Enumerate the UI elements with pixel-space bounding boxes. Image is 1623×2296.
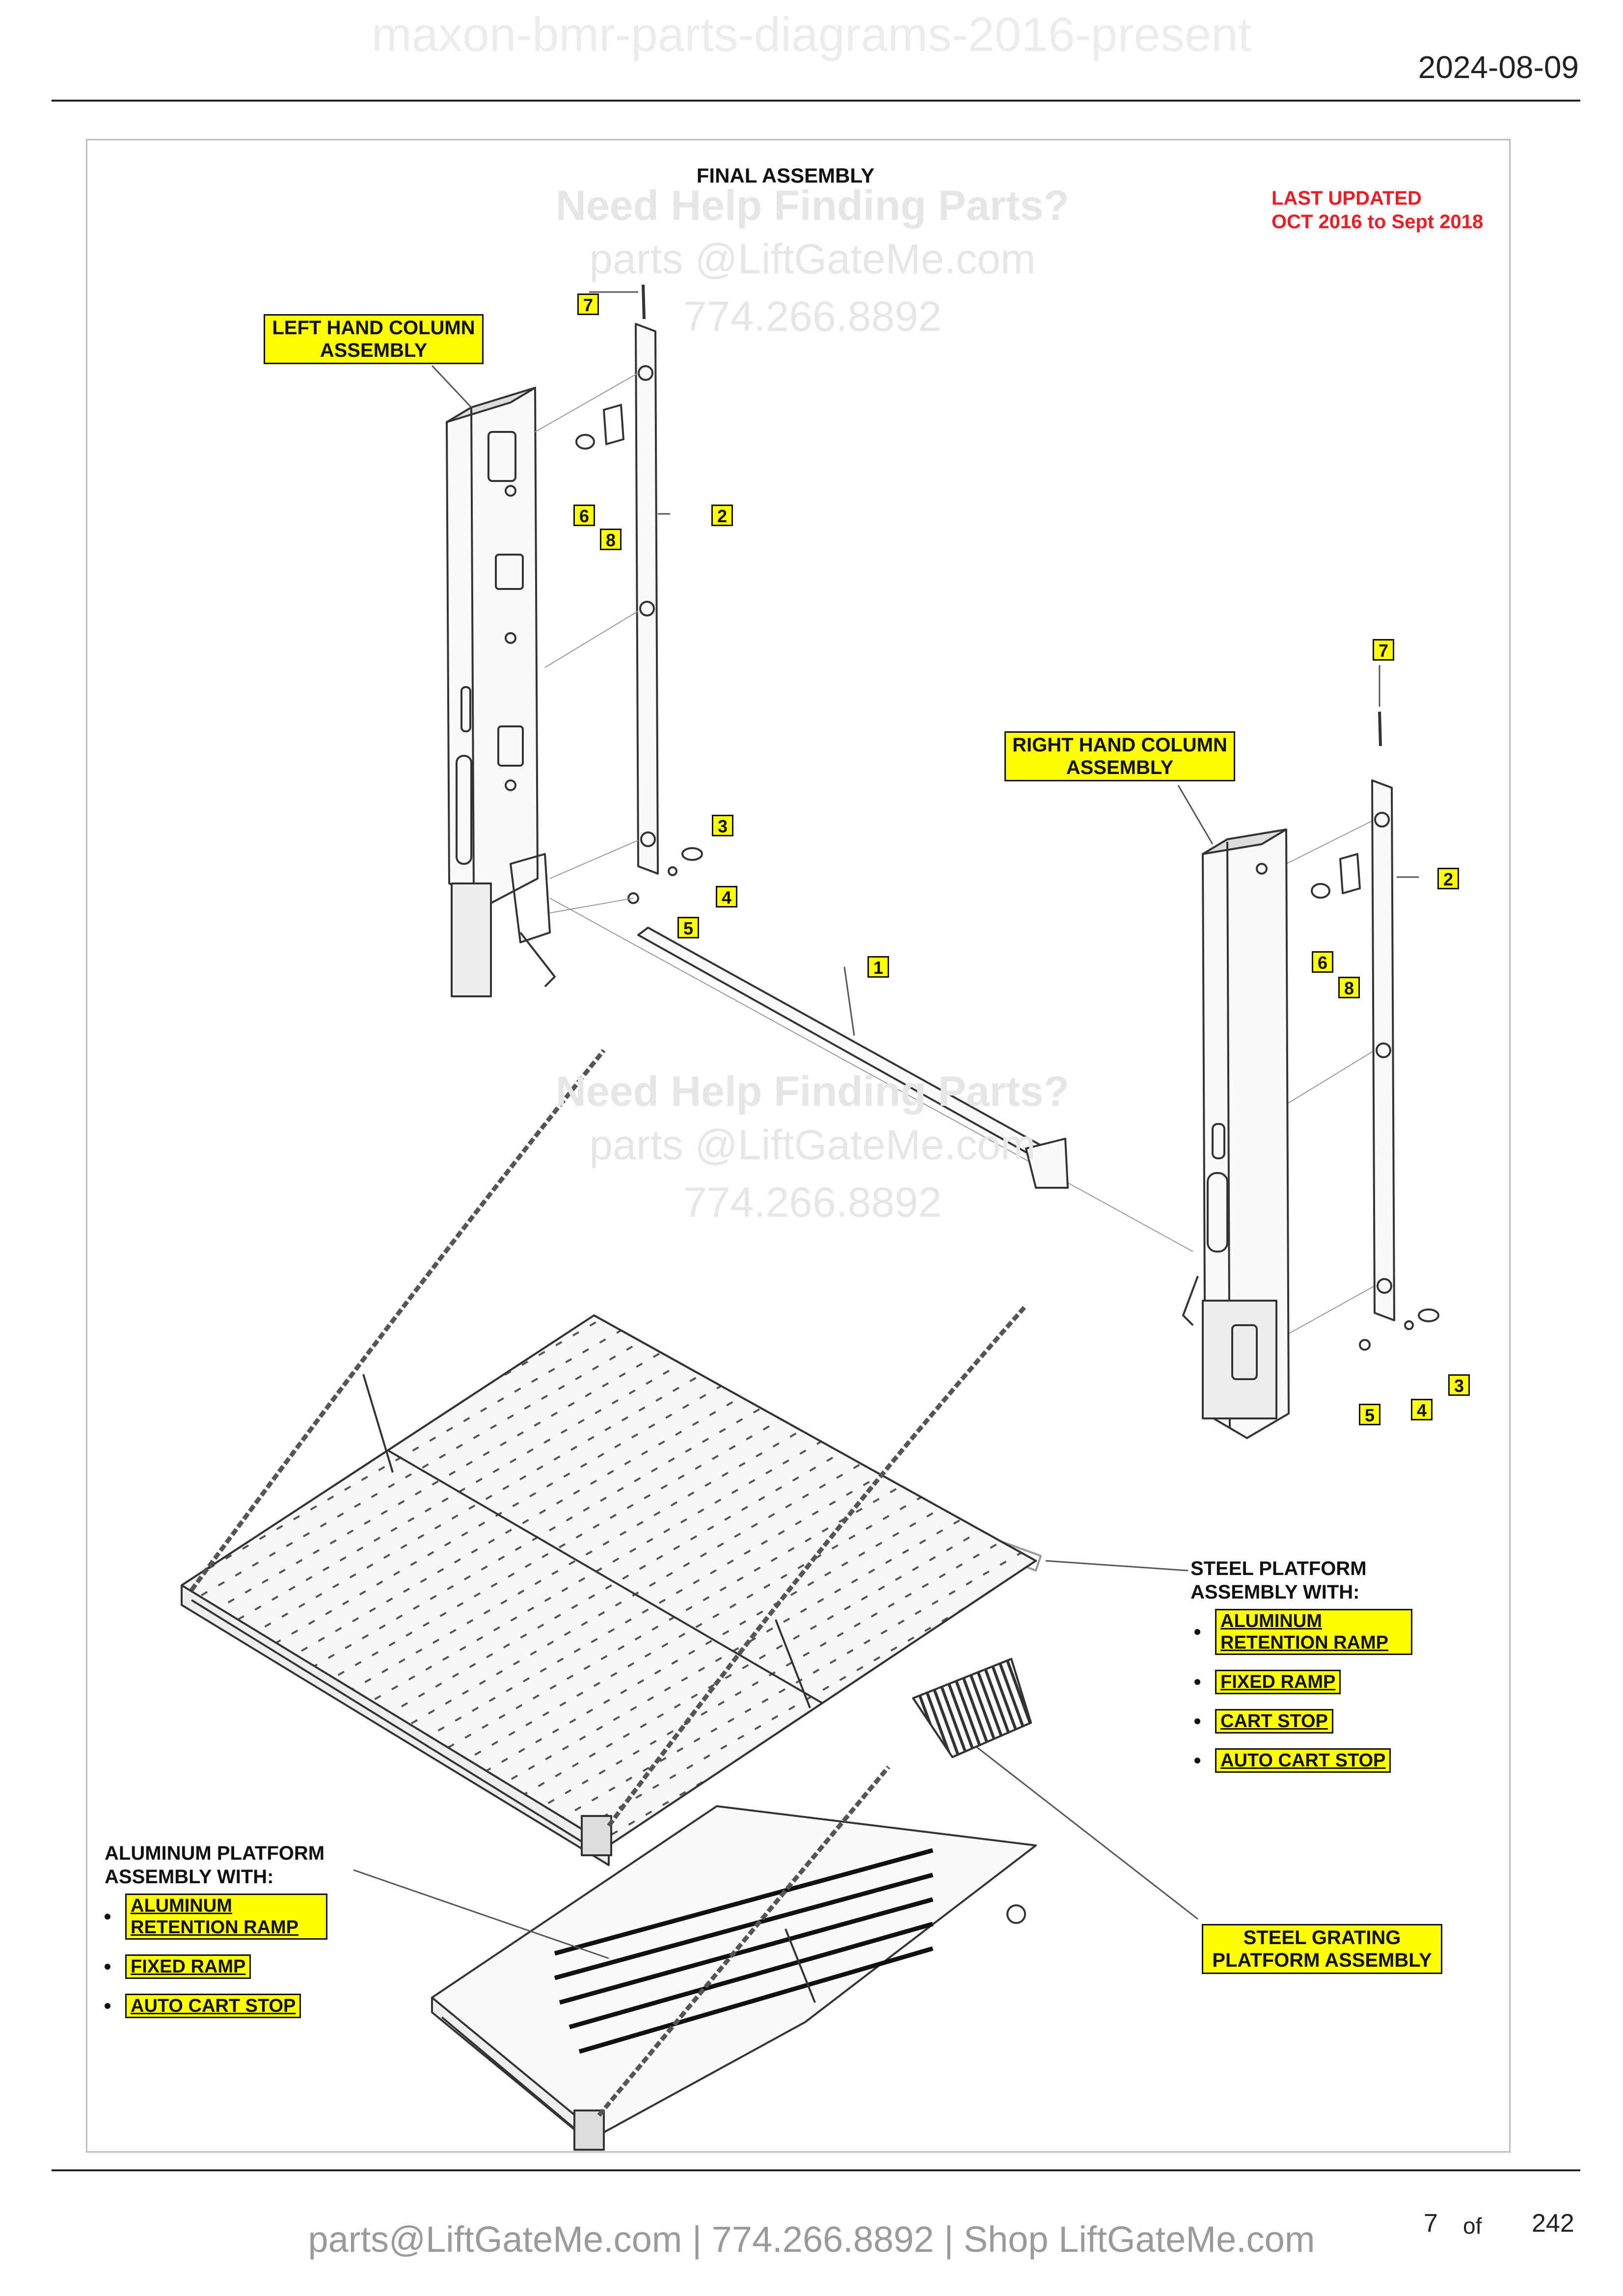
aluminum-feature-item: FIXED RAMP (105, 1954, 327, 1979)
callout-5-left: 5 (677, 917, 699, 938)
last-updated-line2: OCT 2016 to Sept 2018 (1271, 211, 1484, 233)
steel-feature-label: AUTO CART STOP (1215, 1748, 1391, 1773)
watermark-top: Need Help Finding Parts? parts @LiftGate… (469, 182, 1156, 341)
aluminum-platform-title-line2: ASSEMBLY WITH: (105, 1866, 274, 1888)
left-column-label: LEFT HAND COLUMN ASSEMBLY (264, 314, 484, 364)
steel-platform-title-line1: STEEL PLATFORM (1190, 1558, 1367, 1579)
watermark-line2: parts @LiftGateMe.com (589, 236, 1036, 283)
watermark-line1: Need Help Finding Parts? (555, 1068, 1070, 1115)
steel-grating-drawing (912, 1658, 1032, 1758)
watermark-line1: Need Help Finding Parts? (555, 182, 1070, 229)
document-date: 2024-08-09 (1418, 50, 1579, 85)
callout-5-right: 5 (1359, 1404, 1380, 1425)
document-watermark-title: maxon-bmr-parts-diagrams-2016-present (372, 7, 1251, 61)
steel-feature-label: FIXED RAMP (1215, 1670, 1341, 1694)
page-of: of (1463, 2213, 1482, 2239)
watermark-middle: Need Help Finding Parts? parts @LiftGate… (469, 1068, 1156, 1227)
bullet-icon (1194, 1679, 1200, 1685)
cross-bar-drawing (637, 927, 1069, 1189)
aluminum-feature-label: FIXED RAMP (125, 1954, 251, 1979)
right-side-plate-drawing (1371, 779, 1395, 1321)
steel-feature-label: CART STOP (1215, 1709, 1333, 1734)
aluminum-platform-title-line1: ALUMINUM PLATFORM (105, 1842, 325, 1864)
diagram-title: FINAL ASSEMBLY (696, 164, 875, 187)
header-rule (52, 100, 1580, 102)
footer-contact: parts@LiftGateMe.com | 774.266.8892 | Sh… (308, 2219, 1315, 2260)
bullet-icon (1194, 1629, 1200, 1635)
left-side-plate-drawing (635, 323, 659, 875)
watermark-line3: 774.266.8892 (683, 293, 942, 340)
callout-4-right: 4 (1411, 1399, 1433, 1420)
aluminum-feature-label: ALUMINUM RETENTION RAMP (125, 1894, 327, 1940)
callout-8-left: 8 (600, 529, 622, 550)
steel-feature-item: CART STOP (1194, 1709, 1412, 1734)
aluminum-platform-label: ALUMINUM PLATFORM ASSEMBLY WITH: ALUMINU… (105, 1842, 327, 2033)
bullet-icon (105, 1914, 110, 1920)
steel-feature-label: ALUMINUM RETENTION RAMP (1215, 1609, 1412, 1655)
callout-3-right: 3 (1448, 1374, 1470, 1396)
callout-6-left: 6 (573, 505, 595, 526)
page-current: 7 (1424, 2209, 1438, 2238)
bullet-icon (105, 2003, 110, 2009)
page-total: 242 (1532, 2209, 1574, 2238)
aluminum-feature-item: AUTO CART STOP (105, 1994, 327, 2018)
callout-2-right: 2 (1437, 868, 1459, 889)
callout-4-left: 4 (716, 886, 737, 908)
left-column-drawing (446, 387, 556, 997)
callout-8-right: 8 (1338, 977, 1360, 998)
bullet-icon (1194, 1758, 1200, 1763)
steel-feature-item: AUTO CART STOP (1194, 1748, 1412, 1773)
bullet-icon (105, 1964, 110, 1970)
callout-3-left: 3 (712, 815, 733, 836)
steel-feature-item: ALUMINUM RETENTION RAMP (1194, 1609, 1412, 1655)
aluminum-feature-label: AUTO CART STOP (125, 1994, 301, 2018)
watermark-line2: parts @LiftGateMe.com (589, 1121, 1036, 1169)
callout-6-right: 6 (1312, 951, 1333, 973)
callout-1: 1 (867, 956, 889, 978)
footer-rule (52, 2169, 1580, 2171)
watermark-line3: 774.266.8892 (683, 1179, 942, 1226)
callout-7-left: 7 (577, 294, 599, 315)
steel-platform-title-line2: ASSEMBLY WITH: (1190, 1581, 1360, 1603)
steel-platform-label: STEEL PLATFORM ASSEMBLY WITH: ALUMINUM R… (1190, 1557, 1412, 1788)
right-column-label: RIGHT HAND COLUMN ASSEMBLY (1004, 731, 1235, 781)
bullet-icon (1194, 1718, 1200, 1724)
callout-7-right: 7 (1373, 639, 1394, 661)
callout-2-left: 2 (711, 505, 733, 526)
last-updated-line1: LAST UPDATED (1271, 187, 1422, 209)
aluminum-feature-item: ALUMINUM RETENTION RAMP (105, 1894, 327, 1940)
diagram-frame (86, 139, 1511, 2153)
last-updated-note: LAST UPDATED OCT 2016 to Sept 2018 (1271, 187, 1483, 234)
steel-grating-label: STEEL GRATING PLATFORM ASSEMBLY (1202, 1924, 1442, 1974)
steel-feature-item: FIXED RAMP (1194, 1670, 1412, 1694)
right-column-drawing (1182, 828, 1290, 1439)
steel-platform-drawing (181, 1049, 1042, 1866)
aluminum-platform-drawing (431, 1765, 1037, 2151)
